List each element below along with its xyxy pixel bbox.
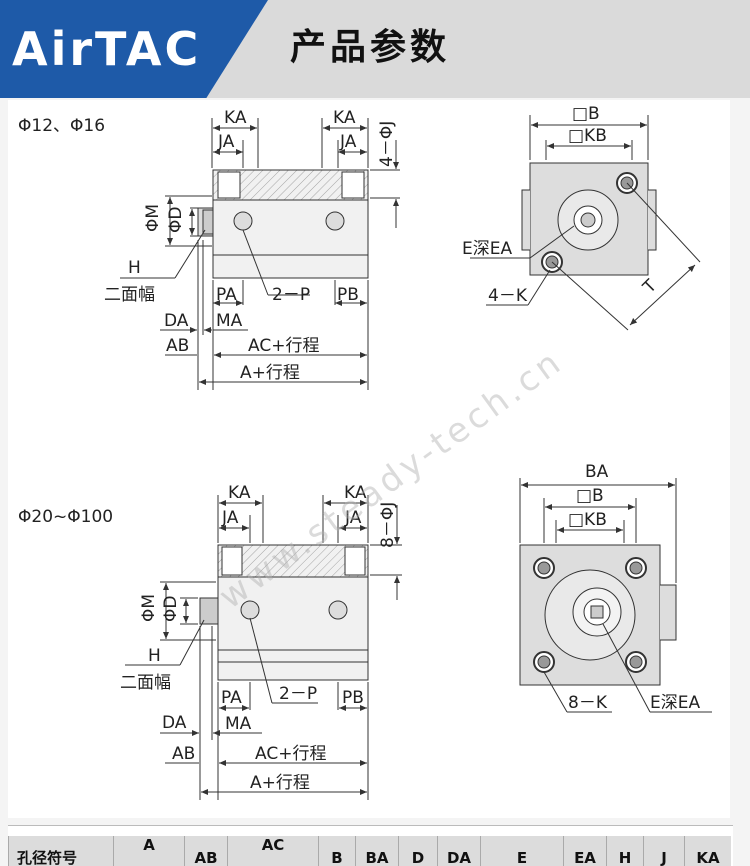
table-header-h: H — [606, 836, 643, 866]
table-header-e: E — [480, 836, 563, 866]
bottom-e-label: E深EA — [650, 693, 700, 713]
bottom-ab-label: AB — [172, 744, 195, 764]
top-ka-right: KA — [333, 108, 356, 128]
table-header-j: J — [643, 836, 684, 866]
top-side-view — [120, 118, 400, 390]
top-end-view — [470, 115, 701, 331]
bottom-ac-label: AC+行程 — [255, 744, 326, 764]
top-da-label: DA — [164, 311, 189, 331]
top-d-label: ΦD — [166, 207, 186, 233]
page-title: 产品参数 — [290, 27, 451, 68]
top-pb-label: PB — [337, 285, 359, 305]
bottom-ma-label: MA — [225, 714, 252, 734]
top-ma-label: MA — [216, 311, 243, 331]
table-header-da: DA — [437, 836, 480, 866]
top-j-label: 4－ΦJ — [377, 121, 397, 167]
bottom-d-label: ΦD — [161, 596, 181, 622]
bottom-k-label: 8－K — [568, 693, 608, 713]
bottom-flats-label: 二面幅 — [120, 673, 171, 693]
bottom-p-label: 2－P — [279, 684, 317, 704]
bottom-a-label: A+行程 — [250, 773, 310, 793]
top-ab-label: AB — [166, 336, 189, 356]
top-b-label: □B — [572, 104, 600, 124]
top-flats-label: 二面幅 — [104, 285, 155, 305]
bottom-ja-left: JA — [221, 508, 239, 528]
bottom-pa-label: PA — [221, 688, 242, 708]
top-t-label: T — [639, 276, 662, 299]
bottom-ka-right: KA — [344, 483, 367, 503]
bottom-pb-label: PB — [342, 688, 364, 708]
bottom-ja-right: JA — [344, 508, 362, 528]
header-bar: AirTAC 产品参数 — [0, 0, 750, 98]
top-kb-label: □KB — [568, 126, 607, 146]
bottom-side-view — [125, 495, 402, 800]
brand-logo: AirTAC — [12, 22, 202, 76]
table-header-bore: 孔径符号 — [8, 836, 114, 866]
bottom-h-label: H — [148, 646, 161, 666]
table-header-ka: KA — [684, 836, 731, 866]
table-header-ea: EA — [563, 836, 606, 866]
top-ja-left: JA — [217, 132, 235, 152]
top-a-label: A+行程 — [240, 363, 300, 383]
top-ja-right: JA — [339, 132, 357, 152]
bottom-kb-label: □KB — [568, 510, 607, 530]
bottom-j-label: 8－ΦJ — [378, 502, 398, 548]
top-h-label: H — [128, 258, 141, 278]
bottom-ka-left: KA — [228, 483, 251, 503]
top-k-label: 4－K — [488, 286, 528, 306]
top-ka-left: KA — [224, 108, 247, 128]
bottom-da-label: DA — [162, 713, 187, 733]
bottom-m-label: ΦM — [139, 594, 159, 622]
bottom-b-label: □B — [576, 486, 604, 506]
table-header-b: B — [318, 836, 355, 866]
bottom-end-view — [519, 478, 712, 713]
bottom-ba-label: BA — [585, 462, 609, 482]
top-p-label: 2－P — [272, 285, 310, 305]
top-e-label: E深EA — [462, 239, 512, 259]
table-header-ab: AB — [184, 836, 227, 866]
top-size-label: Φ12、Φ16 — [18, 116, 105, 136]
table-header-a: A — [113, 836, 184, 866]
top-m-label: ΦM — [143, 204, 163, 232]
table-header-ba: BA — [355, 836, 398, 866]
top-ac-label: AC+行程 — [248, 336, 319, 356]
table-header-d: D — [398, 836, 437, 866]
table-header-ac: AC — [227, 836, 318, 866]
top-pa-label: PA — [216, 285, 237, 305]
bottom-size-label: Φ20~Φ100 — [18, 507, 113, 527]
